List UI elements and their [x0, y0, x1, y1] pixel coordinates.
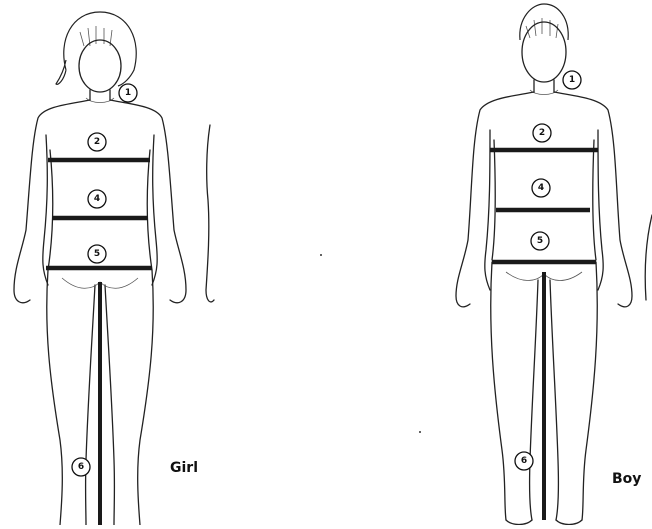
- girl-badge-inseam: 6: [72, 458, 90, 476]
- boy-label: Boy: [612, 471, 641, 487]
- girl-badge-chest: 2: [88, 133, 106, 151]
- girl-hair: [56, 12, 136, 86]
- svg-text:4: 4: [94, 194, 100, 204]
- boy-badge-inseam: 6: [515, 452, 533, 470]
- girl-badge-hip: 5: [88, 245, 106, 263]
- svg-text:2: 2: [94, 137, 100, 147]
- svg-text:1: 1: [125, 88, 131, 98]
- svg-text:4: 4: [538, 183, 544, 193]
- svg-text:1: 1: [569, 75, 575, 85]
- boy-face: [522, 22, 566, 82]
- girl-side-view: [206, 125, 214, 302]
- svg-text:5: 5: [94, 249, 100, 259]
- svg-text:6: 6: [521, 456, 527, 466]
- girl-face: [79, 40, 121, 92]
- svg-text:6: 6: [78, 462, 84, 472]
- boy-badge-waist: 4: [532, 179, 550, 197]
- boy-badge-hip: 5: [531, 232, 549, 250]
- svg-text:5: 5: [537, 236, 543, 246]
- boy-badge-chest: 2: [533, 124, 551, 142]
- svg-text:2: 2: [539, 128, 545, 138]
- girl-badge-neck: 1: [119, 84, 137, 102]
- boy-side-view: [645, 215, 652, 300]
- girl-label: Girl: [170, 460, 198, 476]
- boy-figure: [456, 4, 652, 525]
- girl-figure: [14, 12, 214, 525]
- boy-badge-neck: 1: [563, 71, 581, 89]
- girl-badge-waist: 4: [88, 190, 106, 208]
